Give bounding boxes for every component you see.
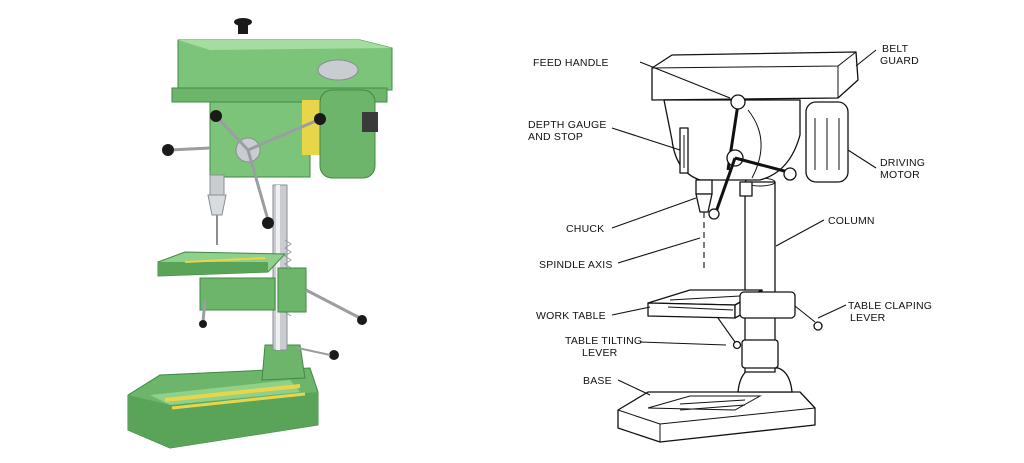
- photo-head: [171, 18, 393, 179]
- label-feed-handle: FEED HANDLE: [533, 57, 609, 69]
- label-table-tilting-line1: TABLE TILTING: [565, 335, 642, 347]
- label-spindle-axis: SPINDLE AXIS: [539, 259, 613, 271]
- diagram-machine-outline: [617, 51, 859, 443]
- label-base: BASE: [583, 375, 612, 387]
- photo-work-table: [157, 251, 367, 328]
- label-belt-guard-line2: GUARD: [880, 55, 919, 67]
- photo-feed-handles: [162, 110, 326, 245]
- label-work-table: WORK TABLE: [536, 310, 606, 322]
- diagram-labels: FEED HANDLE DEPTH GAUGE AND STOP CHUCK S…: [528, 43, 932, 387]
- label-driving-motor-line1: DRIVING: [880, 157, 925, 169]
- label-chuck: CHUCK: [566, 223, 604, 235]
- label-driving-motor-line2: MOTOR: [880, 169, 920, 181]
- label-depth-gauge-line2: AND STOP: [528, 131, 583, 143]
- label-table-claping-line2: LEVER: [850, 312, 886, 324]
- diagram-leader-lines: [611, 49, 877, 396]
- photo-base: [127, 344, 319, 449]
- label-column: COLUMN: [828, 215, 875, 227]
- label-table-tilting-line2: LEVER: [582, 347, 618, 359]
- label-belt-guard-line1: BELT: [882, 43, 909, 55]
- label-table-claping-line1: TABLE CLAPING: [848, 300, 932, 312]
- label-depth-gauge-line1: DEPTH GAUGE: [528, 119, 607, 131]
